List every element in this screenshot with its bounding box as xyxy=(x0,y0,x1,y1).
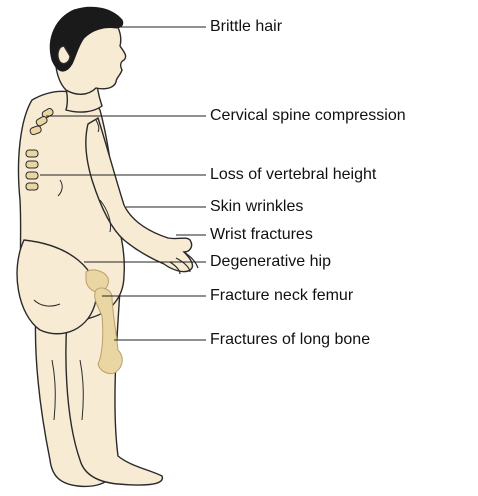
label-degenerative-hip: Degenerative hip xyxy=(210,253,331,271)
label-fracture-neck-femur: Fracture neck femur xyxy=(210,287,353,305)
vertebra-4 xyxy=(26,150,38,157)
label-skin-wrinkles: Skin wrinkles xyxy=(210,198,303,216)
label-cervical-spine-compression: Cervical spine compression xyxy=(210,107,406,125)
label-loss-of-vertebral-height: Loss of vertebral height xyxy=(210,166,376,184)
label-wrist-fractures: Wrist fractures xyxy=(210,226,313,244)
vertebra-7 xyxy=(26,183,38,190)
label-brittle-hair: Brittle hair xyxy=(210,18,282,36)
label-fractures-of-long-bone: Fractures of long bone xyxy=(210,331,370,349)
vertebra-6 xyxy=(26,172,38,179)
vertebra-5 xyxy=(26,161,38,168)
